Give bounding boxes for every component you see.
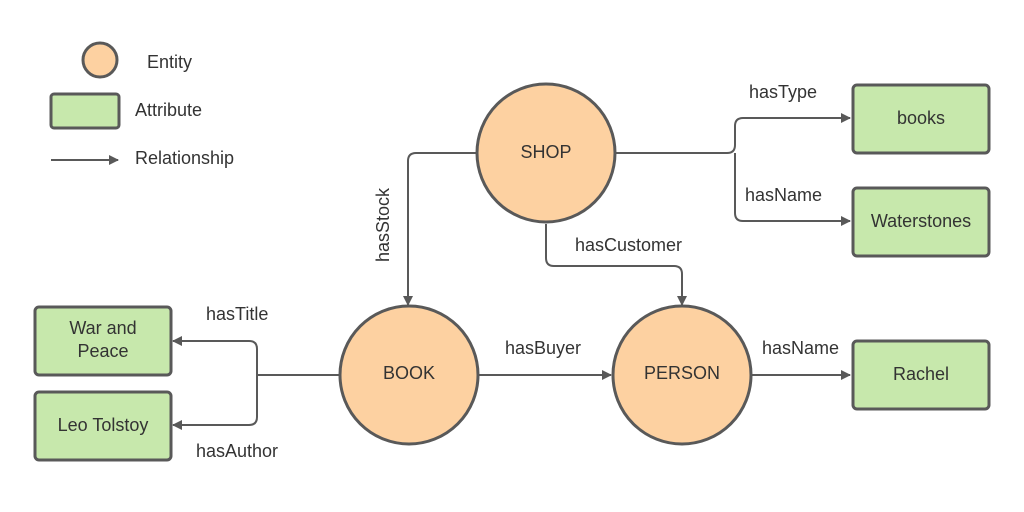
entity-person: PERSON <box>611 304 753 446</box>
edges <box>172 113 851 430</box>
entity-book: BOOK <box>338 304 480 446</box>
legend-attribute-symbol <box>49 92 121 130</box>
attribute-leo-tolstoy-label: Leo Tolstoy <box>58 415 149 435</box>
edge-has-type <box>615 113 851 154</box>
attribute-waterstones-label: Waterstones <box>871 211 971 231</box>
edge-has-stock <box>403 152 477 306</box>
legend-entity-label: Entity <box>147 52 192 72</box>
entity-shop: SHOP <box>475 82 617 224</box>
label-has-name-person: hasName <box>762 338 839 358</box>
entity-shop-label: SHOP <box>520 142 571 162</box>
entity-book-label: BOOK <box>383 363 435 383</box>
legend: Entity Attribute Relationship <box>49 41 234 168</box>
attribute-rachel-label: Rachel <box>893 364 949 384</box>
label-has-title: hasTitle <box>206 304 268 324</box>
label-has-type: hasType <box>749 82 817 102</box>
attribute-books-label: books <box>897 108 945 128</box>
label-has-stock: hasStock <box>373 187 393 262</box>
edge-has-name-shop <box>734 153 851 226</box>
attribute-leo-tolstoy: Leo Tolstoy <box>33 390 173 462</box>
attribute-books: books <box>851 83 991 155</box>
attribute-war-and-peace: War and Peace <box>33 305 173 377</box>
edge-has-title <box>172 336 340 376</box>
label-has-buyer: hasBuyer <box>505 338 581 358</box>
legend-entity-symbol <box>81 41 119 79</box>
edge-has-author <box>172 375 258 430</box>
legend-relationship-label: Relationship <box>135 148 234 168</box>
entity-person-label: PERSON <box>644 363 720 383</box>
attribute-waterstones: Waterstones <box>851 186 991 258</box>
legend-attribute-label: Attribute <box>135 100 202 120</box>
label-has-name-shop: hasName <box>745 185 822 205</box>
label-has-customer: hasCustomer <box>575 235 682 255</box>
attribute-war-and-peace-line1: War and <box>69 318 136 338</box>
edge-has-customer <box>545 224 687 306</box>
attribute-war-and-peace-line2: Peace <box>77 341 128 361</box>
label-has-author: hasAuthor <box>196 441 278 461</box>
edge-labels: hasType hasName hasStock hasCustomer has… <box>196 82 839 461</box>
attribute-rachel: Rachel <box>851 339 991 411</box>
